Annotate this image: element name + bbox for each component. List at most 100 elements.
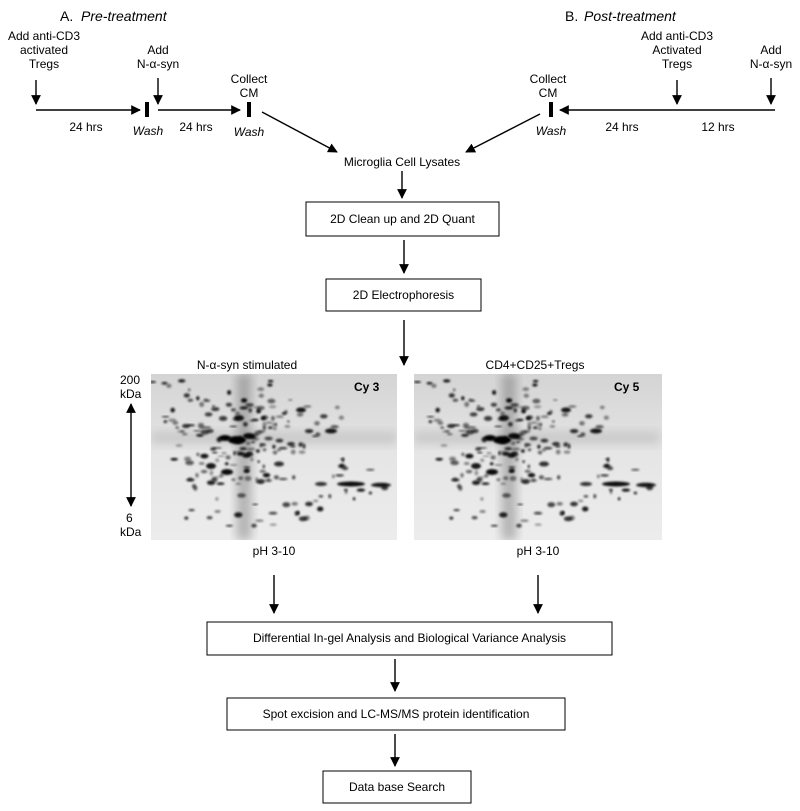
- gel-spot: [489, 462, 494, 466]
- gel-spot: [342, 466, 349, 471]
- gel-spot: [187, 398, 194, 402]
- gel-spot: [538, 427, 542, 431]
- gel-spot: [450, 460, 459, 466]
- gel-spot: [414, 381, 422, 383]
- microglia-lysates-label: Microglia Cell Lysates: [344, 155, 460, 169]
- gel-spot: [204, 412, 213, 417]
- post-add-syn-line-2: N-α-syn: [750, 57, 792, 71]
- gel-spot: [180, 430, 185, 433]
- post-add-tregs-line-1: Add anti-CD3: [641, 29, 713, 43]
- gel-spot: [206, 463, 216, 469]
- gel-spot: [262, 425, 266, 431]
- gel-spot: [225, 524, 233, 527]
- gel-spot: [595, 425, 604, 429]
- gel-spot: [248, 407, 252, 413]
- gel-spot: [202, 426, 212, 429]
- gel-spot: [269, 523, 277, 526]
- gel-spot: [224, 462, 229, 466]
- gel-spot: [532, 383, 538, 387]
- gel-spot: [520, 477, 523, 482]
- gel-spot: [273, 475, 279, 480]
- gel-spot: [555, 449, 561, 455]
- gel-spot: [221, 469, 233, 475]
- gel-spot: [515, 457, 519, 462]
- gel-spot: [217, 455, 225, 457]
- post-treatment-letter: B.: [565, 8, 578, 24]
- gel-spot: [325, 428, 337, 434]
- gel-spot: [302, 443, 306, 449]
- pre-to-lysates-arrow: [261, 111, 338, 153]
- gel-spot: [609, 489, 613, 495]
- gel-spot: [504, 447, 512, 451]
- gel-spot: [579, 421, 585, 426]
- gel-spot: [511, 447, 521, 451]
- gel-spot: [522, 387, 530, 392]
- right-gel-ph: pH 3-10: [517, 544, 560, 558]
- gel-spot: [561, 510, 565, 515]
- post-add-syn-line-1: Add: [760, 43, 781, 57]
- gel-spot: [243, 433, 255, 439]
- gel-spot: [570, 501, 578, 507]
- gel-spot: [452, 388, 456, 392]
- gel-spot: [477, 451, 483, 454]
- gel-spot: [268, 426, 273, 429]
- gel-spot: [543, 446, 553, 450]
- gel-spot: [636, 482, 656, 488]
- gel-spot: [243, 422, 248, 427]
- gel-spot: [195, 472, 199, 478]
- gel-spot: [426, 416, 435, 418]
- gel-spot: [446, 432, 453, 436]
- gel-spot: [516, 523, 522, 528]
- gel-spot: [481, 482, 490, 485]
- gel-spot: [212, 405, 215, 408]
- gel-spot: [296, 412, 304, 417]
- gel-spot: [275, 438, 284, 443]
- gel-spot: [569, 429, 579, 434]
- gel-spot: [221, 452, 227, 455]
- gel-spot: [493, 436, 511, 444]
- gel-spot: [543, 477, 553, 481]
- gel-spot: [508, 433, 520, 439]
- gel-spot: [287, 420, 290, 423]
- gel-spot: [215, 458, 220, 463]
- gel-spot: [181, 432, 188, 436]
- gel-spot: [262, 448, 267, 452]
- post-interval-1: 24 hrs: [605, 120, 638, 134]
- post-collect-line-2: CM: [539, 86, 558, 100]
- gel-spot: [265, 421, 273, 425]
- post-add-tregs-line-3: Tregs: [662, 57, 692, 71]
- gel-spot: [492, 390, 497, 395]
- pre-wash-bar-1: [145, 102, 149, 117]
- left-gel-dye: Cy 3: [354, 380, 380, 394]
- right-gel-spots: [414, 374, 660, 540]
- gel-spot: [511, 452, 519, 457]
- gel-spot: [508, 422, 513, 427]
- gel-spot: [590, 428, 602, 434]
- gel-spot: [549, 425, 556, 428]
- gel-spot: [328, 494, 332, 499]
- gel-spot: [467, 426, 477, 429]
- gel-spot: [578, 499, 584, 503]
- gel-spot: [225, 455, 231, 460]
- excision-label: Spot excision and LC-MS/MS protein ident…: [263, 707, 530, 721]
- gel-spot: [175, 426, 179, 429]
- gel-spot: [225, 402, 232, 407]
- gel-spot: [320, 414, 328, 419]
- mw-bottom-unit: kDa: [120, 525, 142, 539]
- gel-spot: [471, 516, 478, 520]
- gel-spot: [540, 415, 549, 418]
- gel-spot: [251, 418, 259, 422]
- gel-spot: [271, 415, 275, 421]
- gel-spot: [200, 453, 209, 459]
- mw-bottom-value: 6: [126, 511, 133, 525]
- gel-spot: [580, 482, 592, 486]
- electrophoresis-label: 2D Electrophoresis: [353, 288, 454, 302]
- gel-spot: [536, 415, 540, 421]
- gel-spot: [537, 450, 543, 454]
- gel-spot: [275, 415, 284, 418]
- gel-spot: [504, 406, 514, 410]
- gel-spot: [483, 416, 493, 421]
- gel-spot: [276, 448, 281, 452]
- gel-spot: [317, 506, 324, 512]
- gel-spot: [264, 478, 273, 483]
